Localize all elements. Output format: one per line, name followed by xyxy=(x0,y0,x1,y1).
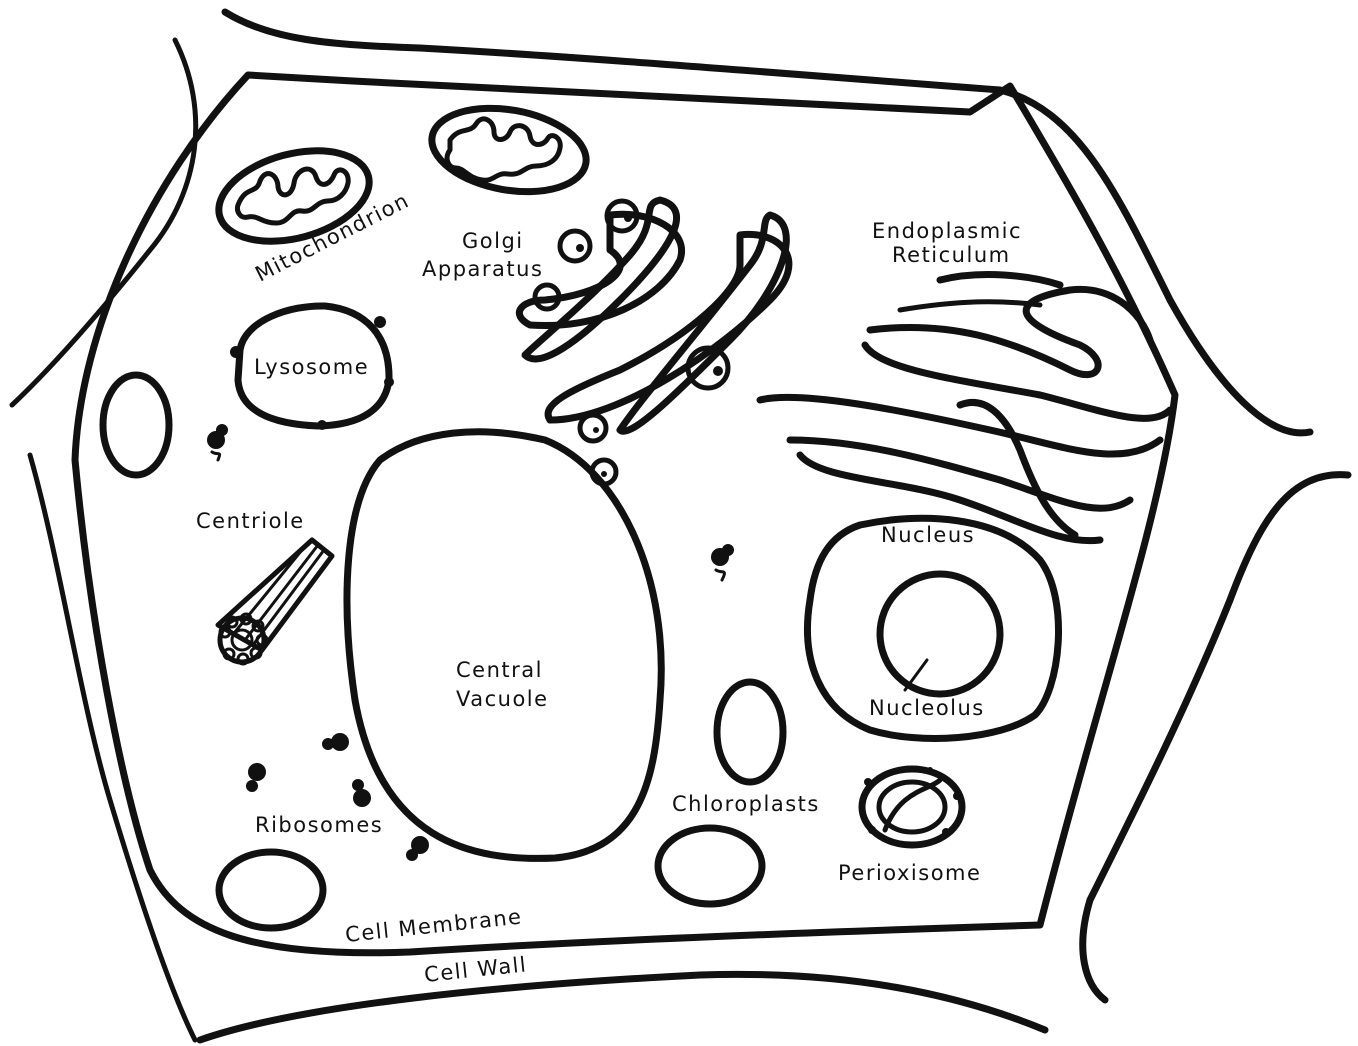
ribosome-4 xyxy=(246,763,266,792)
perioxisome xyxy=(862,767,962,845)
ribosome-3 xyxy=(322,733,349,751)
label-central-vacuole-line1: Central xyxy=(456,658,543,682)
label-nucleolus: Nucleolus xyxy=(869,696,985,720)
label-cell-membrane: Cell Membrane xyxy=(344,904,524,946)
label-centriole: Centriole xyxy=(196,509,305,533)
chloroplast-2 xyxy=(658,828,762,904)
label-ribosomes: Ribosomes xyxy=(255,813,383,837)
mitochondrion-2 xyxy=(425,97,593,203)
golgi-apparatus xyxy=(519,200,789,484)
label-central-vacuole-line2: Vacuole xyxy=(456,687,549,711)
label-er-line2: Reticulum xyxy=(892,243,1011,267)
centriole xyxy=(218,540,332,664)
label-chloroplasts: Chloroplasts xyxy=(672,792,820,816)
ribosome-1 xyxy=(207,424,228,460)
vesicle-left xyxy=(103,375,169,475)
label-nucleus: Nucleus xyxy=(881,523,975,547)
endoplasmic-reticulum xyxy=(760,275,1170,541)
ribosome-5 xyxy=(352,779,371,807)
label-golgi-line2: Apparatus xyxy=(422,257,543,281)
label-lysosome: Lysosome xyxy=(254,355,369,379)
label-er-line1: Endoplasmic xyxy=(872,219,1022,243)
nucleolus xyxy=(880,574,1000,694)
ribosome-6 xyxy=(406,836,429,861)
label-perioxisome: Perioxisome xyxy=(838,861,981,885)
label-golgi-line1: Golgi xyxy=(462,229,524,253)
vesicle-bottom-left xyxy=(219,852,323,928)
chloroplast-1 xyxy=(717,682,783,782)
ribosome-2 xyxy=(711,544,734,580)
label-cell-wall: Cell Wall xyxy=(423,952,528,987)
central-vacuole xyxy=(347,432,661,859)
